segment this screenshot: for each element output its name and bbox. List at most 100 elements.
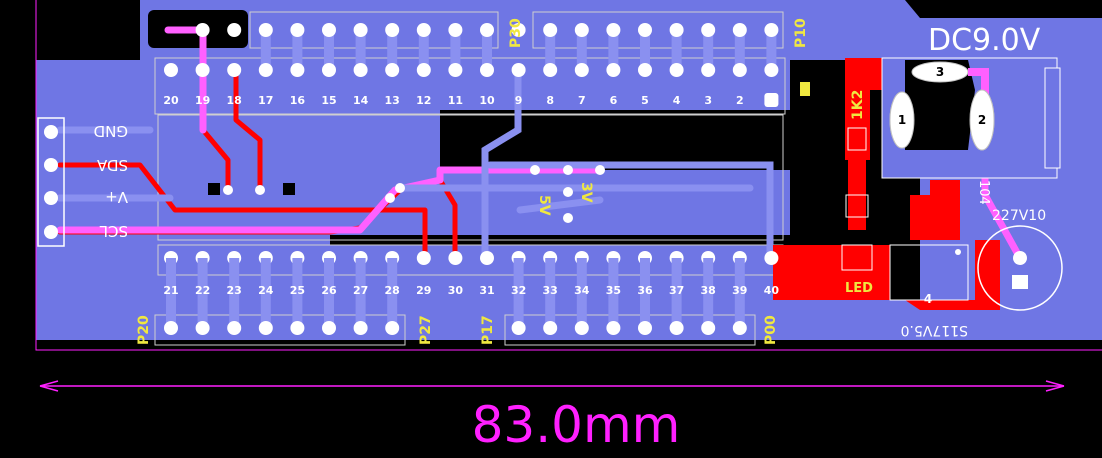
header-pad (701, 321, 716, 335)
header-pad (638, 23, 652, 37)
header-pad (732, 321, 747, 335)
bottom-pin-number: 32 (511, 284, 526, 297)
header-pad (258, 63, 273, 77)
top-pin-number: 19 (195, 94, 210, 107)
label-3v: 3V (578, 182, 594, 203)
header-pad (606, 63, 621, 77)
jack-pin-2: 2 (978, 113, 986, 127)
top-pin-number: 15 (321, 94, 336, 107)
top-pin-number: 3 (704, 94, 712, 107)
header-pad (322, 321, 336, 335)
header-pad (669, 63, 684, 77)
header-pad (448, 23, 463, 37)
header-pad (416, 251, 431, 265)
connector-label-scl: SCL (99, 222, 128, 240)
header-pad (480, 63, 494, 77)
header-pad (290, 63, 305, 77)
dc-jack: 1 2 3 (881, 57, 1061, 179)
header-pad (543, 321, 558, 335)
regulator-pin: 4 (924, 292, 932, 306)
header-pad (606, 321, 621, 335)
bottom-pin-number: 23 (227, 284, 242, 297)
bottom-pin-number: 29 (416, 284, 431, 297)
header-pad (511, 63, 526, 77)
top-pin-number: 12 (416, 94, 431, 107)
bottom-pin-number: 38 (701, 284, 716, 297)
label-p00: P00 (763, 315, 779, 345)
bottom-pin-number: 40 (764, 284, 780, 297)
jack-pin-1: 1 (898, 113, 906, 127)
label-p27: P27 (418, 315, 434, 345)
bottom-pin-number: 34 (574, 284, 590, 297)
top-pin-number: 20 (163, 94, 179, 107)
top-pin-number: 2 (736, 94, 744, 107)
top-pin-number: 5 (641, 94, 649, 107)
resistor-label: 1K2 (850, 90, 866, 120)
header-pad (322, 63, 336, 77)
header-pad (732, 23, 747, 37)
header-pad (638, 63, 652, 77)
bottom-pin-number: 24 (258, 284, 274, 297)
bottom-pin-number: 25 (290, 284, 305, 297)
connector-label-gnd: GND (94, 122, 128, 140)
label-p10: P10 (793, 18, 809, 48)
top-pin-number: 7 (578, 94, 586, 107)
top-pin-number: 10 (479, 94, 495, 107)
header-pad (638, 321, 652, 335)
header-pad (448, 251, 463, 265)
dimension-label: 83.0mm (472, 396, 681, 454)
header-pad (416, 23, 431, 37)
header-pad (322, 23, 336, 37)
header-pad (480, 23, 494, 37)
bottom-pin-number: 36 (637, 284, 653, 297)
header-pad (764, 93, 779, 107)
bottom-pin-number: 26 (321, 284, 337, 297)
top-pin-number: 11 (448, 94, 463, 107)
label-p30: P30 (508, 18, 524, 48)
top-pin-number: 1 (768, 94, 776, 107)
header-pad (290, 23, 305, 37)
header-pad (227, 321, 242, 335)
header-pad (574, 63, 589, 77)
regulator-label: S117V5.0 (901, 322, 968, 338)
connector-label-sda: SDA (96, 156, 128, 174)
top-pin-number: 18 (227, 94, 242, 107)
bottom-pin-number: 39 (732, 284, 747, 297)
header-pad (416, 63, 431, 77)
top-pin-number: 6 (610, 94, 618, 107)
bottom-pin-number: 31 (479, 284, 494, 297)
header-pad (574, 23, 589, 37)
cap2-label: 227V10 (992, 208, 1046, 224)
left-connector: GND SDA V+ SCL (37, 117, 128, 247)
header-pad (669, 321, 684, 335)
header-pad (448, 63, 463, 77)
middle-vias (208, 165, 605, 223)
header-pad (227, 63, 242, 77)
header-pad (227, 23, 242, 37)
bottom-pin-number: 33 (543, 284, 558, 297)
top-pin-number: 17 (258, 94, 273, 107)
header-pad (353, 23, 368, 37)
top-pin-number: 8 (546, 94, 554, 107)
header-pad (385, 23, 400, 37)
top-pin-number: 16 (290, 94, 306, 107)
header-pad (164, 321, 178, 335)
header-pad (195, 23, 210, 37)
blue-traces (56, 66, 774, 262)
header-pad (764, 63, 779, 77)
header-pad (669, 23, 684, 37)
header-pad (353, 321, 368, 335)
header-pad (732, 63, 747, 77)
header-top-lower-pads (164, 63, 779, 107)
header-pad (258, 321, 273, 335)
bottom-pin-number: 37 (669, 284, 684, 297)
header-bottom-lower-pads (164, 258, 747, 335)
power-label: DC9.0V (928, 23, 1041, 58)
header-pad (258, 23, 273, 37)
bottom-pin-number: 22 (195, 284, 210, 297)
header-pad (290, 321, 305, 335)
top-pin-number: 4 (673, 94, 681, 107)
header-pad (353, 63, 368, 77)
